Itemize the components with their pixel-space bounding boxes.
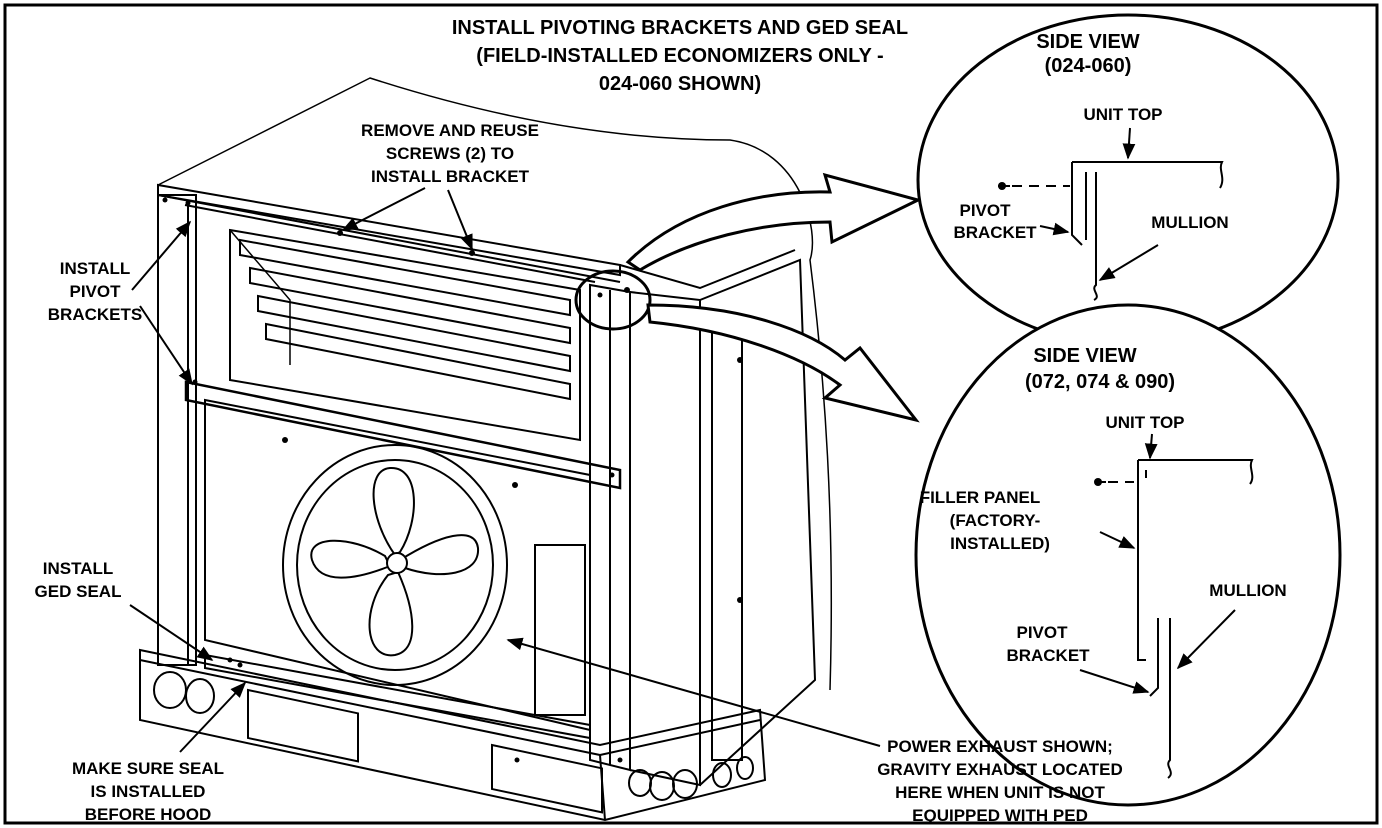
- callout-install-pivot: INSTALL PIVOT BRACKETS: [48, 220, 193, 386]
- svg-text:INSTALL: INSTALL: [60, 259, 131, 278]
- figure-border: [3, 3, 1379, 825]
- title-line-2: (FIELD-INSTALLED ECONOMIZERS ONLY -: [476, 45, 883, 67]
- callout-make-sure: MAKE SURE SEAL IS INSTALLED BEFORE HOOD: [72, 681, 247, 824]
- detail-top-title: SIDE VIEW: [1036, 31, 1139, 53]
- mullion-callout-circle: [574, 269, 652, 331]
- svg-text:PIVOT: PIVOT: [69, 282, 121, 301]
- detail-bottom-filler-1: FILLER PANEL: [920, 488, 1041, 507]
- left-post: [157, 194, 197, 666]
- damper-blades: [239, 238, 571, 401]
- damper-opening: [229, 228, 581, 442]
- svg-text:GRAVITY EXHAUST LOCATED: GRAVITY EXHAUST LOCATED: [877, 760, 1123, 779]
- control-box: [534, 544, 586, 716]
- callout-remove-screws: REMOVE AND REUSE SCREWS (2) TO INSTALL B…: [341, 121, 539, 251]
- svg-text:POWER EXHAUST SHOWN;: POWER EXHAUST SHOWN;: [887, 737, 1113, 756]
- svg-text:BEFORE HOOD: BEFORE HOOD: [85, 805, 212, 824]
- pivot-bracket-bar: [184, 380, 622, 490]
- svg-text:REMOVE AND REUSE: REMOVE AND REUSE: [361, 121, 539, 140]
- svg-text:MAKE SURE SEAL: MAKE SURE SEAL: [72, 759, 224, 778]
- base-rail: [139, 648, 767, 822]
- arrow-to-top-detail: [625, 172, 923, 272]
- detail-top-mullion: MULLION: [1151, 213, 1228, 232]
- hvac-unit-illustration: [139, 77, 833, 822]
- detail-bottom-filler-2: (FACTORY-: [950, 511, 1041, 530]
- knockouts: [153, 671, 754, 801]
- screw-dots: [162, 197, 743, 763]
- detail-bottom-pivot: PIVOT: [1016, 623, 1068, 642]
- detail-bottom-mullion: MULLION: [1209, 581, 1286, 600]
- detail-bottom-circle: [914, 303, 1342, 807]
- callout-install-ged: INSTALL GED SEAL: [35, 559, 214, 661]
- detail-top-bracket: BRACKET: [953, 223, 1037, 242]
- detail-bottom-subtitle: (072, 074 & 090): [1025, 371, 1175, 393]
- detail-bottom: SIDE VIEW (072, 074 & 090) UNIT TOP FILL…: [914, 303, 1342, 807]
- detail-bottom-title: SIDE VIEW: [1033, 345, 1136, 367]
- svg-text:BRACKETS: BRACKETS: [48, 305, 142, 324]
- svg-text:EQUIPPED WITH PED: EQUIPPED WITH PED: [912, 806, 1088, 825]
- svg-text:IS INSTALLED: IS INSTALLED: [91, 782, 206, 801]
- detail-bottom-filler-3: INSTALLED): [950, 534, 1050, 553]
- callout-power-exhaust: POWER EXHAUST SHOWN; GRAVITY EXHAUST LOC…: [506, 637, 1123, 825]
- svg-text:GED SEAL: GED SEAL: [35, 582, 122, 601]
- fork-pocket: [247, 688, 359, 763]
- exhaust-fan-ring: [282, 444, 508, 686]
- title-line-1: INSTALL PIVOTING BRACKETS AND GED SEAL: [452, 17, 908, 39]
- svg-text:HERE WHEN UNIT IS NOT: HERE WHEN UNIT IS NOT: [895, 783, 1105, 802]
- svg-text:INSTALL BRACKET: INSTALL BRACKET: [371, 167, 530, 186]
- detail-top-unit-top: UNIT TOP: [1083, 105, 1162, 124]
- figure-title: INSTALL PIVOTING BRACKETS AND GED SEAL (…: [452, 17, 908, 95]
- detail-top-subtitle: (024-060): [1045, 55, 1132, 77]
- svg-text:SCREWS (2) TO: SCREWS (2) TO: [386, 144, 514, 163]
- title-line-3: 024-060 SHOWN): [599, 73, 761, 95]
- detail-bottom-unit-top: UNIT TOP: [1105, 413, 1184, 432]
- detail-top-pivot: PIVOT: [959, 201, 1011, 220]
- right-side-panel: [629, 291, 701, 787]
- svg-text:INSTALL: INSTALL: [43, 559, 114, 578]
- arrow-to-bottom-detail: [646, 303, 920, 423]
- fan-blades: [310, 466, 480, 657]
- detail-top: SIDE VIEW (024-060) UNIT TOP PIVOT BRACK…: [916, 13, 1340, 347]
- ged-seal-strip: [204, 653, 591, 740]
- detail-bottom-bracket: BRACKET: [1006, 646, 1090, 665]
